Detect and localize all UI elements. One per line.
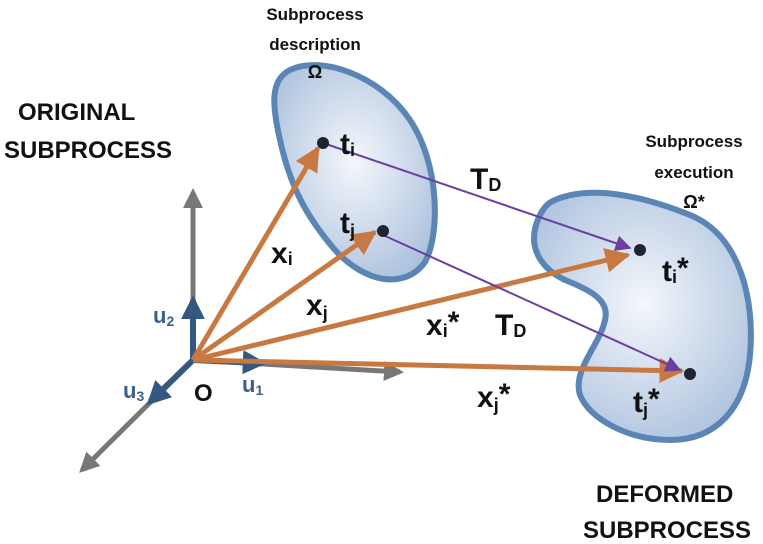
label-tj: tj [340, 207, 355, 241]
label-td-upper: TD [470, 163, 501, 196]
label-xj-star: xj* [477, 378, 511, 415]
label-ti-star: ti* [662, 252, 689, 288]
omega-star-symbol: Ω* [683, 192, 704, 212]
execution-label-line1: Subprocess [645, 132, 742, 151]
vector-xi [190, 145, 321, 362]
original-title-line1: ORIGINAL [18, 99, 135, 126]
point-ti-star [634, 244, 646, 256]
deformed-title-line1: DEFORMED [596, 481, 733, 508]
execution-label-line2: execution [654, 163, 733, 182]
original-domain-shape [271, 62, 438, 283]
label-u2: u2 [153, 303, 174, 329]
label-origin: O [194, 380, 213, 407]
point-tj [377, 225, 389, 237]
description-label-line1: Subprocess [266, 5, 363, 24]
label-xi-star: xi* [426, 306, 460, 342]
deformed-title-line2: SUBPROCESS [583, 517, 751, 544]
description-label-line2: description [269, 35, 361, 54]
label-xi: xi [271, 237, 293, 270]
label-ti: ti [340, 128, 355, 161]
vector-xj [191, 229, 378, 363]
deformed-domain-shape [531, 189, 754, 444]
label-td-lower: TD [495, 309, 526, 342]
point-ti [317, 137, 329, 149]
unit-vector-u3 [146, 357, 196, 406]
point-tj-star [684, 368, 696, 380]
mapping-tj [382, 234, 682, 372]
original-title-line2: SUBPROCESS [4, 137, 172, 164]
label-tj-star: tj* [633, 383, 660, 420]
omega-symbol: Ω [308, 62, 322, 82]
label-xj: xj [306, 289, 328, 323]
label-u1: u1 [242, 372, 263, 398]
mapping-ti [322, 142, 632, 251]
label-u3: u3 [123, 378, 144, 404]
vector-xi-star [192, 248, 631, 363]
vector-xj-star [192, 357, 685, 383]
